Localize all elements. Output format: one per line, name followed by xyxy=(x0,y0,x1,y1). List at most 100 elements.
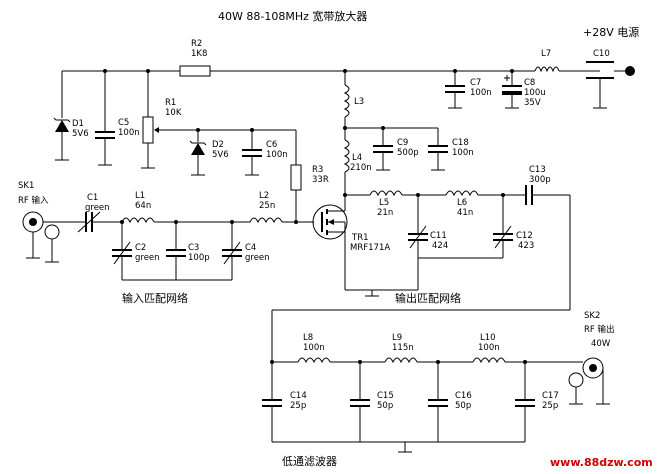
r1-value: 10K xyxy=(165,108,182,118)
c2-value: green xyxy=(135,253,160,263)
l3-ref: L3 xyxy=(354,97,364,107)
l8-value: 100n xyxy=(303,343,325,353)
d1-ref: D1 xyxy=(72,119,84,129)
r2-ref: R2 xyxy=(191,39,202,49)
inductor-l1 xyxy=(121,217,155,224)
l2-ref: L2 xyxy=(259,191,269,201)
input-match-label: 输入匹配网络 xyxy=(122,291,188,305)
c13-ref: C13 xyxy=(529,165,546,175)
inductor-l6 xyxy=(445,190,479,197)
capacitor-c12 xyxy=(493,195,513,258)
potentiometer-r1 xyxy=(141,71,296,169)
supply-terminal xyxy=(625,66,635,76)
c3-value: 100p xyxy=(188,253,210,263)
capacitor-c18 xyxy=(428,128,448,171)
c14-ref: C14 xyxy=(290,391,307,401)
capacitor-c17 xyxy=(515,362,535,442)
lowpass-label: 低通滤波器 xyxy=(282,455,337,468)
l1-value: 64n xyxy=(135,201,151,211)
c4-value: green xyxy=(245,253,270,263)
capacitor-c14 xyxy=(262,362,282,442)
supply-rail xyxy=(62,61,635,109)
sk1-connector xyxy=(22,211,68,263)
capacitor-c4 xyxy=(222,222,242,280)
capacitor-c1 xyxy=(68,211,122,233)
l9-ref: L9 xyxy=(392,333,402,343)
c10-ref: C10 xyxy=(593,49,610,59)
c12-value: 423 xyxy=(518,241,534,251)
c15-ref: C15 xyxy=(377,391,394,401)
sk2-power: 40W xyxy=(591,339,611,349)
l10-ref: L10 xyxy=(480,333,496,343)
inductor-l5 xyxy=(369,190,403,197)
c17-value: 25p xyxy=(542,401,558,411)
c8-value: 100u xyxy=(524,88,546,98)
tr1-value: MRF171A xyxy=(350,243,390,253)
sk2-label: RF 输出 xyxy=(584,324,615,335)
c8-voltage: 35V xyxy=(524,98,541,108)
diagram-title: 40W 88-108MHz 宽带放大器 xyxy=(218,9,367,23)
output-match-label: 输出匹配网络 xyxy=(395,291,461,305)
l5-ref: L5 xyxy=(379,198,389,208)
l8-ref: L8 xyxy=(303,333,313,343)
capacitor-c16 xyxy=(428,362,448,442)
c5-value: 100n xyxy=(118,128,140,138)
c5-ref: C5 xyxy=(118,118,129,128)
capacitor-c6 xyxy=(242,130,262,176)
l9-value: 115n xyxy=(392,343,414,353)
transistor-tr1 xyxy=(312,195,348,290)
capacitor-c9 xyxy=(373,128,393,171)
inductor-l9 xyxy=(384,357,418,364)
c15-value: 50p xyxy=(377,401,393,411)
l1-ref: L1 xyxy=(135,191,145,201)
d2-ref: D2 xyxy=(212,140,224,150)
inductor-l7 xyxy=(534,66,560,73)
tr1-ref: TR1 xyxy=(351,233,369,243)
c9-ref: C9 xyxy=(397,138,408,148)
d2-value: 5V6 xyxy=(212,150,229,160)
c6-ref: C6 xyxy=(266,140,277,150)
supply-label: +28V 电源 xyxy=(583,25,639,39)
l4-ref: L4 xyxy=(352,153,362,163)
capacitor-c3 xyxy=(166,222,186,280)
capacitor-c15 xyxy=(350,362,370,442)
r3-value: 33R xyxy=(312,175,329,185)
c14-value: 25p xyxy=(290,401,306,411)
inductor-l10 xyxy=(472,357,506,364)
l6-value: 41n xyxy=(457,208,473,218)
c11-ref: C11 xyxy=(430,231,447,241)
sk1-ref: SK1 xyxy=(18,181,34,191)
l10-value: 100n xyxy=(478,343,500,353)
inductor-l4 xyxy=(343,139,350,173)
l6-ref: L6 xyxy=(457,198,467,208)
c7-ref: C7 xyxy=(470,78,481,88)
resistor-r2 xyxy=(179,65,211,77)
c8-ref: C8 xyxy=(524,78,535,88)
diode-d1 xyxy=(53,71,71,161)
capacitor-c8 xyxy=(502,71,522,109)
inductor-l2 xyxy=(232,217,283,224)
c1-ref: C1 xyxy=(87,193,98,203)
capacitor-c5 xyxy=(95,71,115,166)
capacitor-c7 xyxy=(445,71,465,109)
c1-value: green xyxy=(85,203,110,213)
c16-ref: C16 xyxy=(455,391,472,401)
r2-value: 1K8 xyxy=(191,49,207,59)
d1-value: 5V6 xyxy=(72,129,89,139)
capacitor-c11 xyxy=(408,195,428,258)
c17-ref: C17 xyxy=(542,391,559,401)
resistor-r3 xyxy=(290,130,302,222)
c13-value: 300p xyxy=(529,175,551,185)
l5-value: 21n xyxy=(377,208,393,218)
sk1-label: RF 输入 xyxy=(18,195,49,206)
c18-ref: C18 xyxy=(452,138,469,148)
c12-ref: C12 xyxy=(516,231,533,241)
c11-value: 424 xyxy=(432,241,448,251)
inductor-l8 xyxy=(297,357,331,364)
sk2-ref: SK2 xyxy=(584,311,600,321)
c9-value: 500p xyxy=(397,148,419,158)
r1-ref: R1 xyxy=(165,98,176,108)
r3-ref: R3 xyxy=(312,165,323,175)
